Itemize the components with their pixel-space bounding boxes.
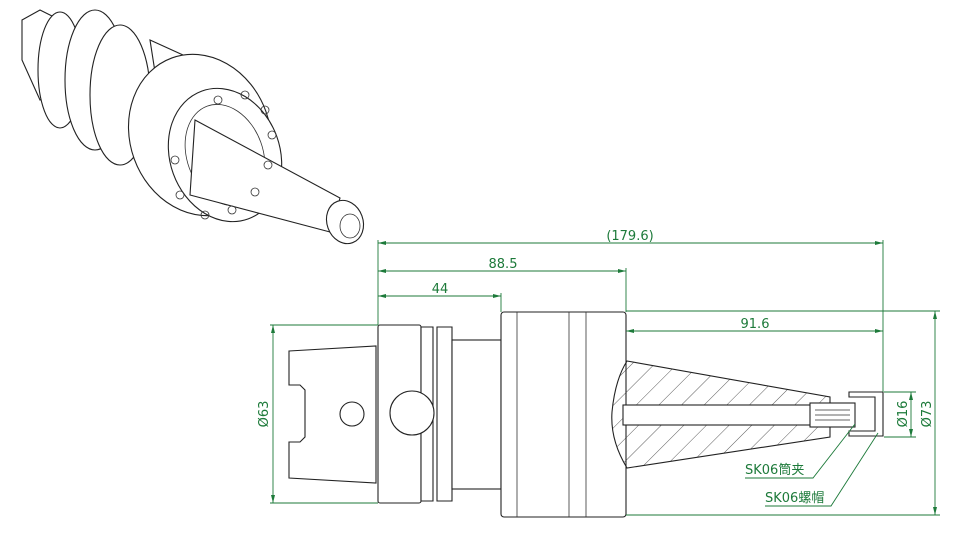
dim-body-diameter: Ø73 [920,401,935,428]
bore [622,404,814,426]
dim-overall-length: (179.6) [606,229,653,244]
shank [288,345,377,484]
dimensions: (179.6) 88.5 44 91.6 Ø63 Ø73 Ø16 [257,229,940,516]
dim-flange-length: 44 [432,282,449,297]
annotations: SK06筒夹 SK06螺帽 [745,423,879,507]
dim-shank-diameter: Ø63 [257,401,272,428]
body [500,311,627,518]
orientation-ball [389,390,435,436]
dim-body-length: 88.5 [489,257,518,272]
dim-nut-diameter: Ø16 [896,401,911,428]
neck [451,339,502,490]
drive-hole [339,401,365,427]
dim-cone-length: 91.6 [741,317,770,332]
side-view [288,311,884,518]
label-nut: SK06螺帽 [765,490,824,506]
bolt-holes [170,90,277,220]
isometric-view [21,9,365,245]
label-collet: SK06筒夹 [745,462,804,478]
